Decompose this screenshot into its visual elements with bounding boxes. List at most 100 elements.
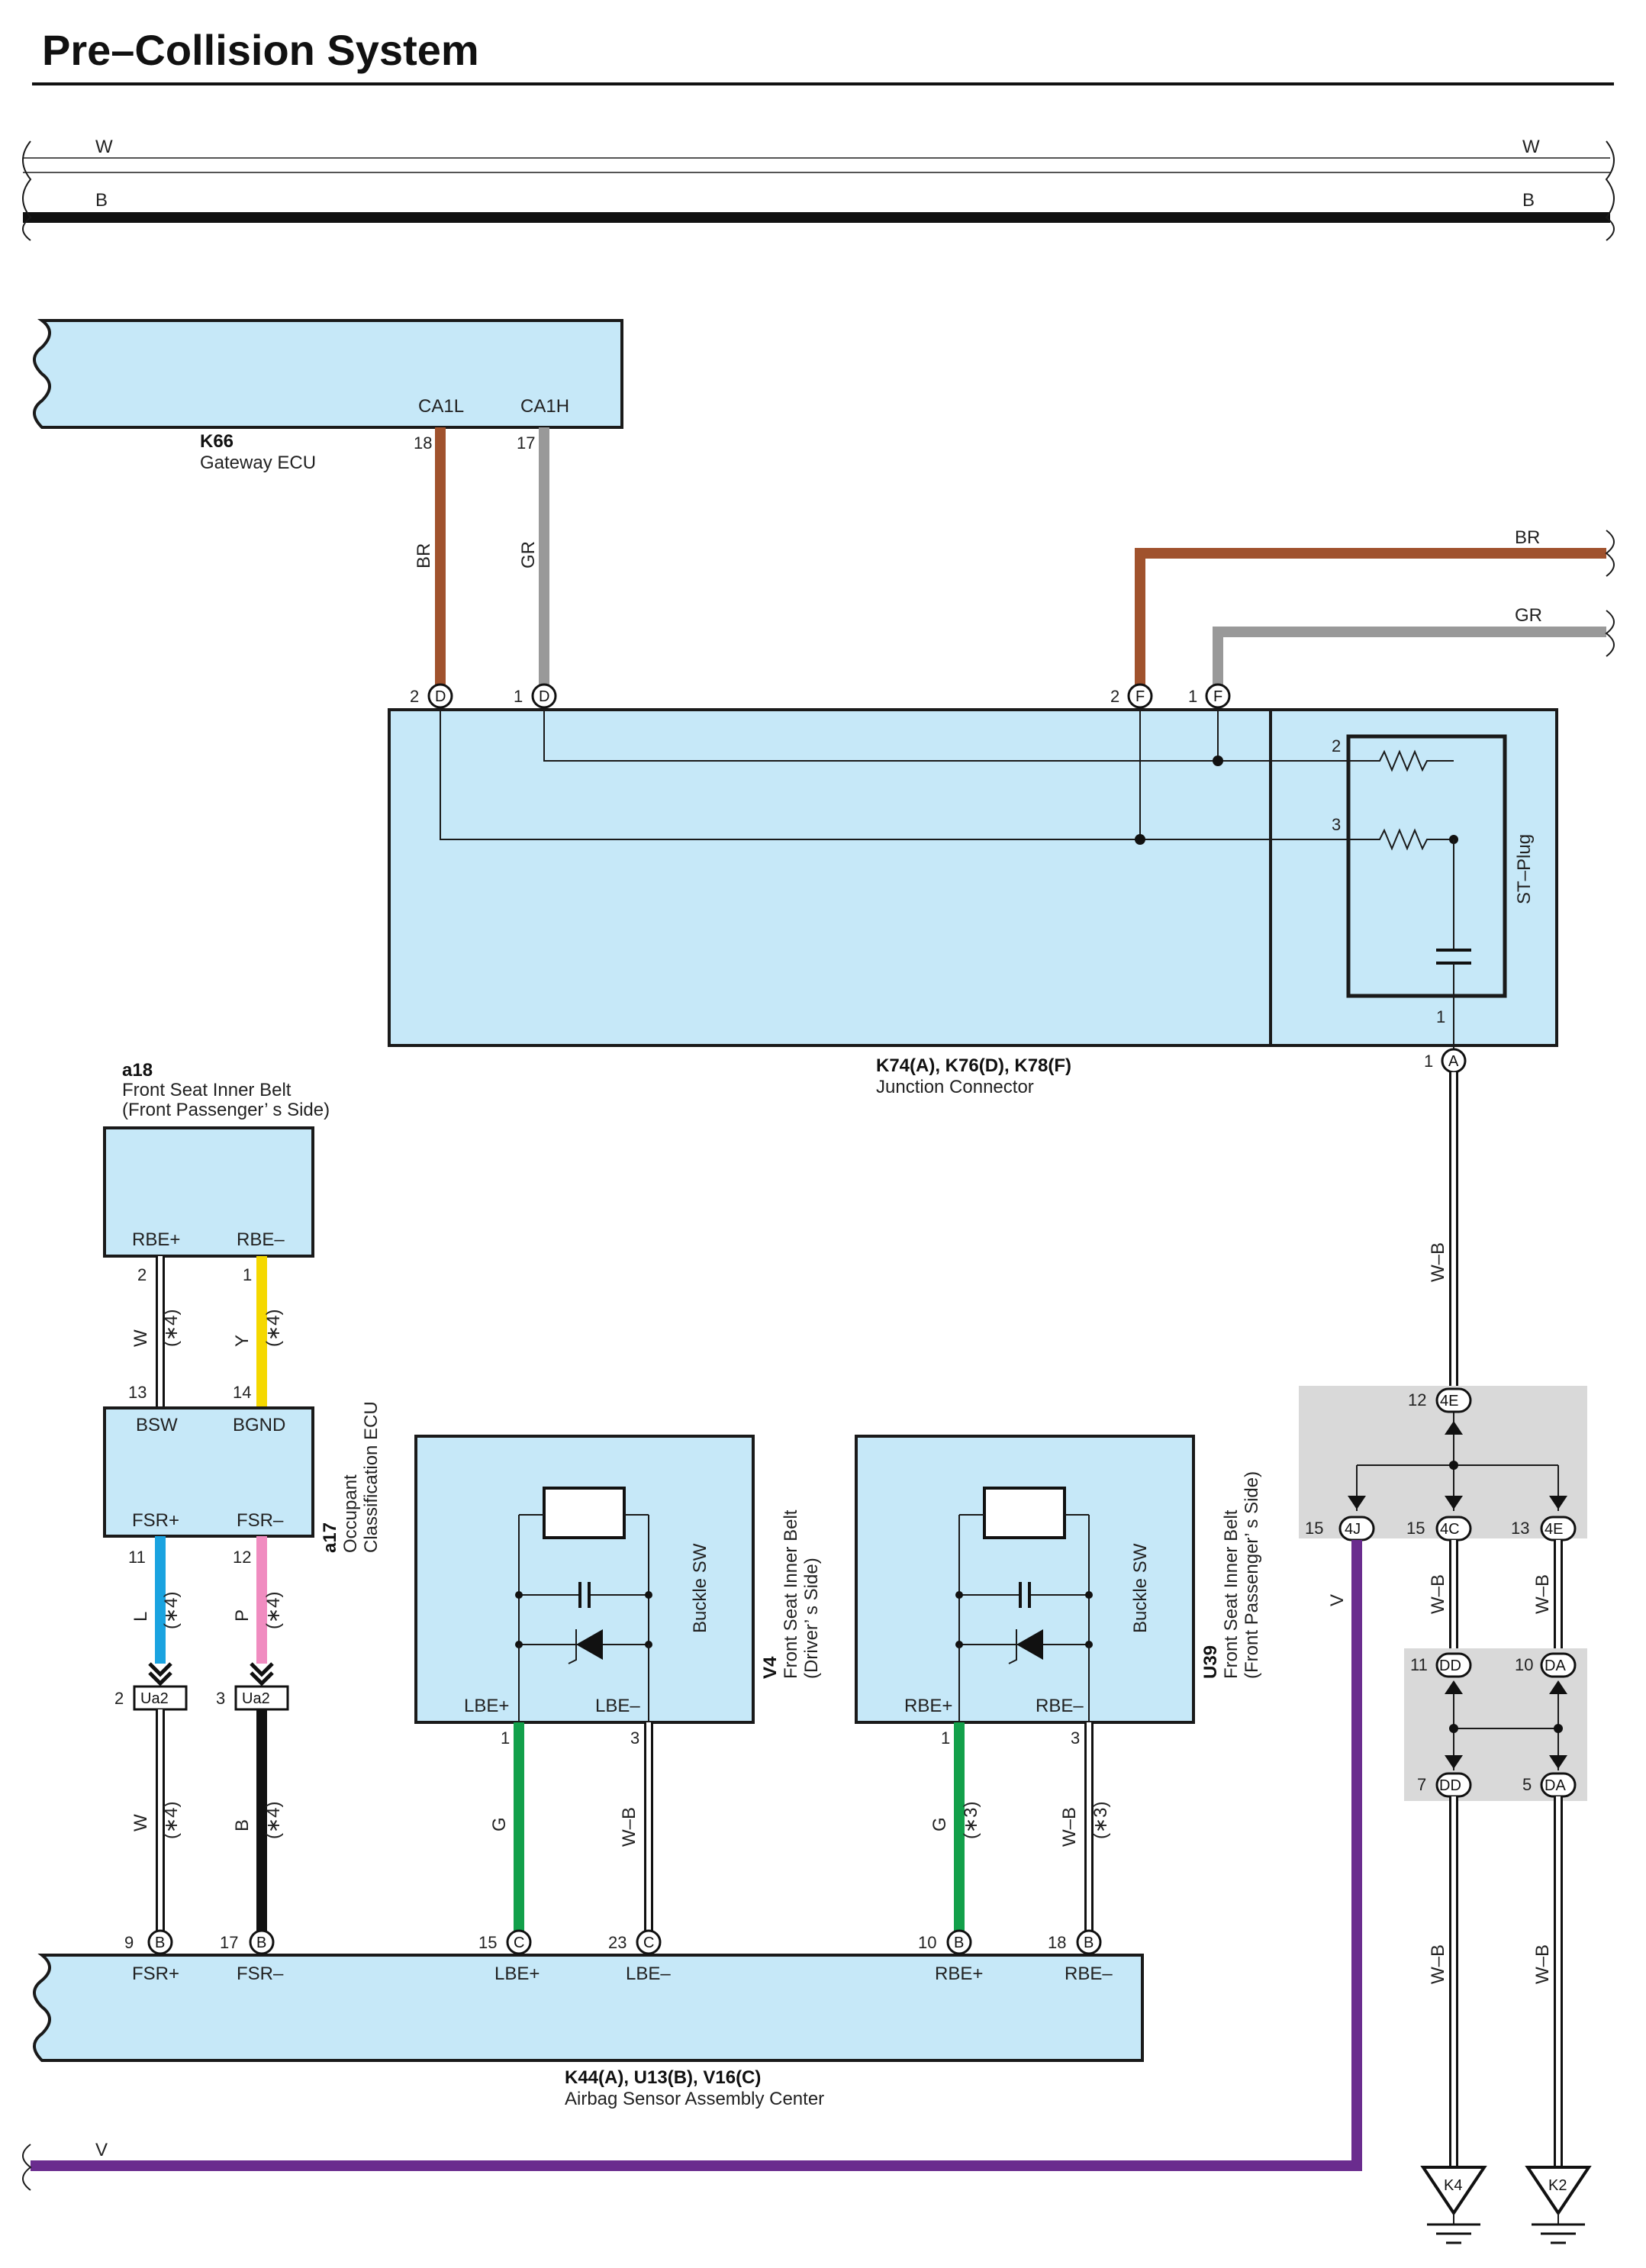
svg-text:(∗4): (∗4) xyxy=(263,1310,284,1347)
ground-k2: K2 xyxy=(1525,2166,1592,2244)
power-bus: W B W B xyxy=(22,137,1615,241)
svg-text:(∗4): (∗4) xyxy=(161,1310,182,1347)
svg-text:Y: Y xyxy=(232,1335,253,1347)
component-u39: Buckle SW RBE+ RBE– 1 3 U39 Front Seat I… xyxy=(855,1435,1262,1748)
st-plug-pin1: 1 xyxy=(1436,1007,1445,1026)
ua2-left: Ua2 xyxy=(140,1690,169,1707)
svg-text:15: 15 xyxy=(478,1933,497,1952)
a18-name-2: (Front Passenger’ s Side) xyxy=(122,1100,330,1120)
svg-text:K2: K2 xyxy=(1548,2177,1567,2194)
svg-text:W: W xyxy=(130,1329,151,1347)
svg-text:W: W xyxy=(130,1814,151,1831)
junction-block-d: DD 11 DA 10 DD 7 DA 5 xyxy=(1404,1648,1587,1801)
svg-text:1: 1 xyxy=(243,1265,252,1284)
airbag-pin-rbep: RBE+ xyxy=(935,1964,983,1984)
airbag-pin-rbem: RBE– xyxy=(1065,1964,1113,1984)
wire-gr-right xyxy=(1213,627,1606,687)
svg-text:K4: K4 xyxy=(1444,2177,1462,2194)
conn-da-top: DA xyxy=(1545,1658,1566,1674)
airbag-pin-lbep: LBE+ xyxy=(494,1964,540,1984)
gateway-ecu: CA1L CA1H 18 17 K66 Gateway ECU xyxy=(33,319,623,473)
u39-switch: Buckle SW xyxy=(1130,1543,1151,1633)
airbag-code: K44(A), U13(B), V16(C) xyxy=(565,2067,761,2088)
wire-gr-right-label: GR xyxy=(1515,605,1542,626)
u39-name-1: Front Seat Inner Belt xyxy=(1221,1509,1242,1679)
conn-a: A xyxy=(1448,1053,1459,1070)
st-plug-pin2: 2 xyxy=(1332,736,1341,755)
a17-name-2: Classification ECU xyxy=(361,1401,382,1553)
pin-dd-top: 11 xyxy=(1410,1655,1428,1674)
wire-wb-4c-label: W–B xyxy=(1428,1574,1448,1614)
v4-code: V4 xyxy=(760,1656,781,1679)
svg-text:12: 12 xyxy=(233,1548,251,1567)
pin-da-top: 10 xyxy=(1515,1655,1533,1674)
airbag-sensor-assembly: FSR+ FSR– LBE+ LBE– RBE+ RBE– K44(A), U1… xyxy=(33,1954,1144,2109)
u39-name-2: (Front Passenger’ s Side) xyxy=(1242,1471,1262,1679)
a17-pin-fsrm: FSR– xyxy=(237,1510,284,1531)
bus-w-label-left: W xyxy=(95,137,113,157)
svg-text:L: L xyxy=(130,1612,151,1622)
svg-text:3: 3 xyxy=(1071,1728,1080,1748)
airbag-pins: B 9 B 17 C 15 C 23 B 10 B 18 xyxy=(124,1929,1102,1955)
svg-text:1: 1 xyxy=(501,1728,510,1748)
component-a18: a18 Front Seat Inner Belt (Front Passeng… xyxy=(103,1060,330,1284)
conn-d-left: D xyxy=(435,688,446,705)
conn-dd-bottom: DD xyxy=(1439,1777,1461,1794)
wire-v-label-left: V xyxy=(95,2140,108,2160)
gateway-pin18: 18 xyxy=(414,433,432,453)
svg-text:14: 14 xyxy=(233,1383,251,1402)
pin-4c: 15 xyxy=(1406,1519,1425,1538)
svg-text:B: B xyxy=(155,1935,165,1951)
svg-text:(∗3): (∗3) xyxy=(961,1802,981,1839)
bus-b-label-right: B xyxy=(1522,190,1535,211)
svg-text:C: C xyxy=(514,1935,524,1951)
svg-text:(∗3): (∗3) xyxy=(1090,1802,1111,1839)
conn-da-bottom: DA xyxy=(1545,1777,1566,1794)
wire-br-label: BR xyxy=(414,543,434,569)
wire-wb-gnd2-label: W–B xyxy=(1532,1944,1553,1984)
svg-text:(∗4): (∗4) xyxy=(161,1802,182,1839)
svg-text:B: B xyxy=(232,1819,253,1831)
svg-text:23: 23 xyxy=(608,1933,627,1952)
wire-wb-mid: W–B W–B xyxy=(1428,1540,1563,1656)
svg-text:3: 3 xyxy=(630,1728,639,1748)
wire-br-right-label: BR xyxy=(1515,527,1540,548)
a17-code: a17 xyxy=(320,1522,340,1553)
svg-text:G: G xyxy=(489,1817,510,1831)
wire-wb-gnd1-label: W–B xyxy=(1428,1944,1448,1984)
wire-v: V V xyxy=(22,1540,1362,2191)
wire-wb-main: W–B xyxy=(1428,1072,1458,1389)
svg-text:G: G xyxy=(929,1817,950,1831)
ua2-right: Ua2 xyxy=(242,1690,270,1707)
svg-text:11: 11 xyxy=(128,1548,146,1567)
pin-a1: 1 xyxy=(1424,1052,1433,1071)
junction-block-4: 4E 12 4J 15 4C 15 4E 13 xyxy=(1299,1386,1587,1542)
a18-code: a18 xyxy=(122,1060,153,1081)
v4-name-1: Front Seat Inner Belt xyxy=(781,1509,801,1679)
svg-text:18: 18 xyxy=(1048,1933,1066,1952)
gateway-code: K66 xyxy=(200,431,234,452)
conn-4c: 4C xyxy=(1440,1521,1460,1538)
conn-4e: 4E xyxy=(1545,1521,1563,1538)
gateway-name: Gateway ECU xyxy=(200,453,316,473)
v4-pin-lbem: LBE– xyxy=(595,1696,640,1716)
component-a17: 13 14 BSW BGND FSR+ FSR– 11 12 a17 Occup… xyxy=(103,1383,382,1567)
svg-text:2: 2 xyxy=(114,1689,124,1708)
conn-4j: 4J xyxy=(1345,1521,1361,1538)
v4-pin-lbep: LBE+ xyxy=(464,1696,509,1716)
wires-ua2-airbag: W (∗4) B (∗4) xyxy=(130,1709,284,1932)
pin-4e-top: 12 xyxy=(1408,1390,1426,1409)
pin-f2: 2 xyxy=(1110,687,1119,706)
pin-d1: 1 xyxy=(514,687,523,706)
component-v4: Buckle SW LBE+ LBE– 1 3 V4 Front Seat In… xyxy=(414,1435,822,1748)
svg-text:1: 1 xyxy=(941,1728,950,1748)
junction-name: Junction Connector xyxy=(876,1077,1034,1097)
a18-pin-rbep: RBE+ xyxy=(132,1229,180,1250)
a17-pin-bgnd: BGND xyxy=(233,1415,285,1435)
airbag-pin-fsrm: FSR– xyxy=(237,1964,284,1984)
wires-a17-ua2: L (∗4) P (∗4) Ua2 2 Ua2 3 xyxy=(114,1536,289,1711)
pin-4e: 13 xyxy=(1511,1519,1529,1538)
svg-text:B: B xyxy=(1084,1935,1094,1951)
svg-text:B: B xyxy=(256,1935,266,1951)
v4-name-2: (Driver’ s Side) xyxy=(801,1558,822,1679)
